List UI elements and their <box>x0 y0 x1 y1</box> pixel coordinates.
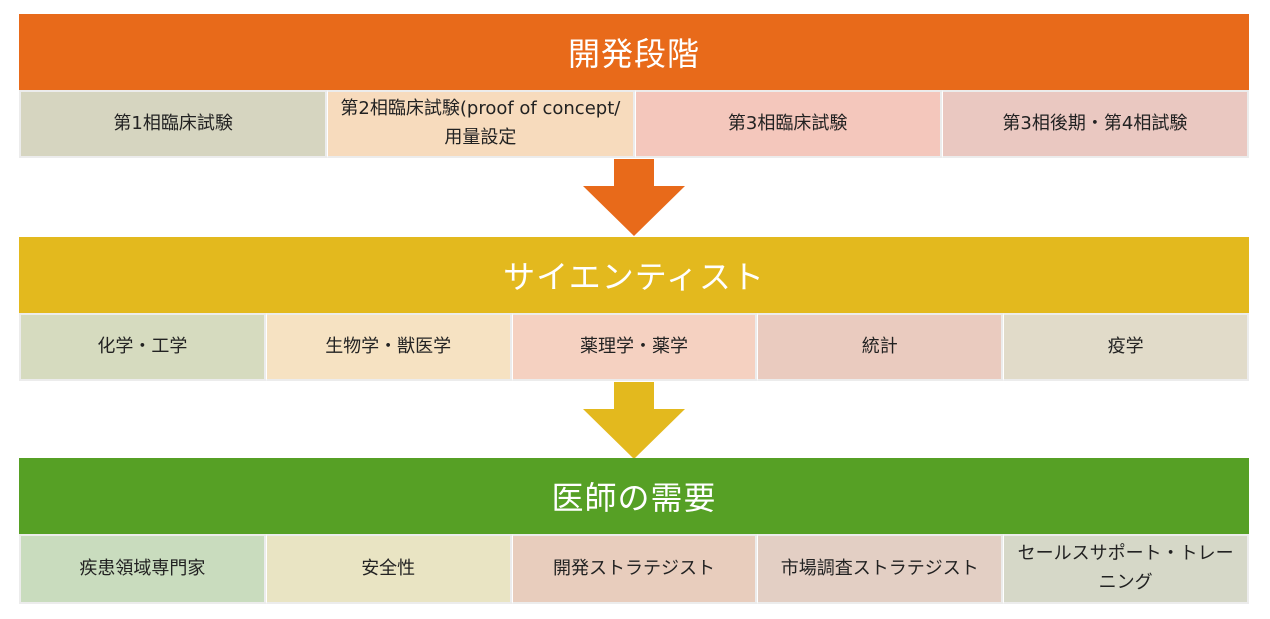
scientists-section: サイエンティスト 化学・工学 生物学・獣医学 薬理学・薬学 統計 疫学 <box>19 237 1249 381</box>
down-arrow-icon <box>583 382 685 459</box>
physician-role-cell: セールスサポート・トレーニング <box>1003 534 1249 604</box>
down-arrow-shape <box>583 382 685 459</box>
physician-demand-section: 医師の需要 疾患領域専門家 安全性 開発ストラテジスト 市場調査ストラテジスト … <box>19 458 1249 604</box>
physician-role-cell: 市場調査ストラテジスト <box>757 534 1004 604</box>
development-stage-cell: 第1相臨床試験 <box>19 90 328 158</box>
scientists-row: 化学・工学 生物学・獣医学 薬理学・薬学 統計 疫学 <box>19 313 1249 381</box>
physician-demand-title: 医師の需要 <box>19 458 1249 534</box>
scientist-cell: 生物学・獣医学 <box>265 313 512 381</box>
down-arrow-icon <box>583 159 685 236</box>
scientists-title: サイエンティスト <box>19 237 1249 313</box>
development-stage-cell: 第3相臨床試験 <box>634 90 942 158</box>
down-arrow-shape <box>583 159 685 236</box>
development-stage-section: 開発段階 第1相臨床試験 第2相臨床試験(proof of concept/用量… <box>19 14 1249 158</box>
development-stage-title: 開発段階 <box>19 14 1249 90</box>
scientist-cell: 化学・工学 <box>19 313 266 381</box>
scientist-cell: 疫学 <box>1003 313 1249 381</box>
physician-role-cell: 安全性 <box>265 534 512 604</box>
development-stage-row: 第1相臨床試験 第2相臨床試験(proof of concept/用量設定 第3… <box>19 90 1249 158</box>
physician-demand-row: 疾患領域専門家 安全性 開発ストラテジスト 市場調査ストラテジスト セールスサポ… <box>19 534 1249 604</box>
development-stage-cell: 第3相後期・第4相試験 <box>941 90 1249 158</box>
physician-role-cell: 開発ストラテジスト <box>511 534 758 604</box>
scientist-cell: 統計 <box>757 313 1004 381</box>
scientist-cell: 薬理学・薬学 <box>511 313 758 381</box>
development-stage-cell: 第2相臨床試験(proof of concept/用量設定 <box>327 90 635 158</box>
physician-role-cell: 疾患領域専門家 <box>19 534 266 604</box>
